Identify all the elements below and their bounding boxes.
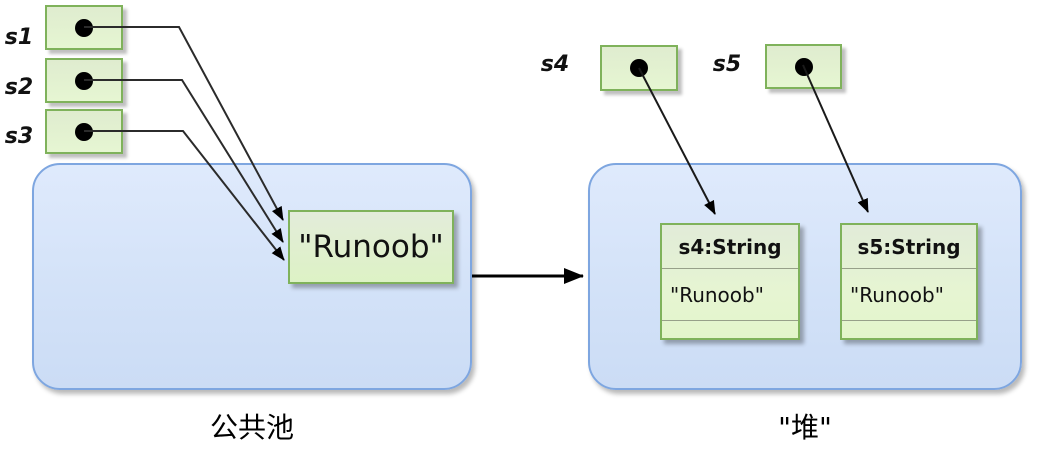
object-footer xyxy=(662,320,798,338)
object-footer xyxy=(842,320,976,338)
ref-label-s3: s3 xyxy=(4,124,34,149)
ref-label-s2: s2 xyxy=(4,75,34,100)
pointer-dot-icon xyxy=(75,122,93,141)
pointer-dot-icon xyxy=(75,71,93,90)
ref-node-s4 xyxy=(600,45,678,91)
object-value: "Runoob" xyxy=(662,268,798,320)
object-title: s4:String xyxy=(678,234,782,259)
pointer-dot-icon xyxy=(630,59,648,77)
ref-node-s2 xyxy=(45,58,123,103)
ref-node-s5 xyxy=(765,44,842,89)
ref-node-s3 xyxy=(45,109,123,154)
pool-caption: 公共池 xyxy=(209,411,294,444)
object-title: s5:String xyxy=(857,234,961,259)
heap-object-s5: s5:String "Runoob" xyxy=(840,223,978,340)
heap-caption: "堆" xyxy=(778,411,832,444)
pointer-dot-icon xyxy=(75,18,93,37)
string-pool-container: "Runoob" xyxy=(32,163,472,390)
pool-literal-text: "Runoob" xyxy=(298,229,444,265)
heap-container: s4:String "Runoob" s5:String "Runoob" xyxy=(588,163,1022,390)
pool-literal-node: "Runoob" xyxy=(288,210,454,284)
heap-object-s4: s4:String "Runoob" xyxy=(660,223,800,340)
ref-label-s4: s4 xyxy=(540,52,570,77)
ref-label-s1: s1 xyxy=(4,25,34,50)
object-value: "Runoob" xyxy=(842,268,976,320)
pointer-dot-icon xyxy=(794,57,813,76)
ref-label-s5: s5 xyxy=(712,52,742,77)
ref-node-s1 xyxy=(45,5,123,50)
